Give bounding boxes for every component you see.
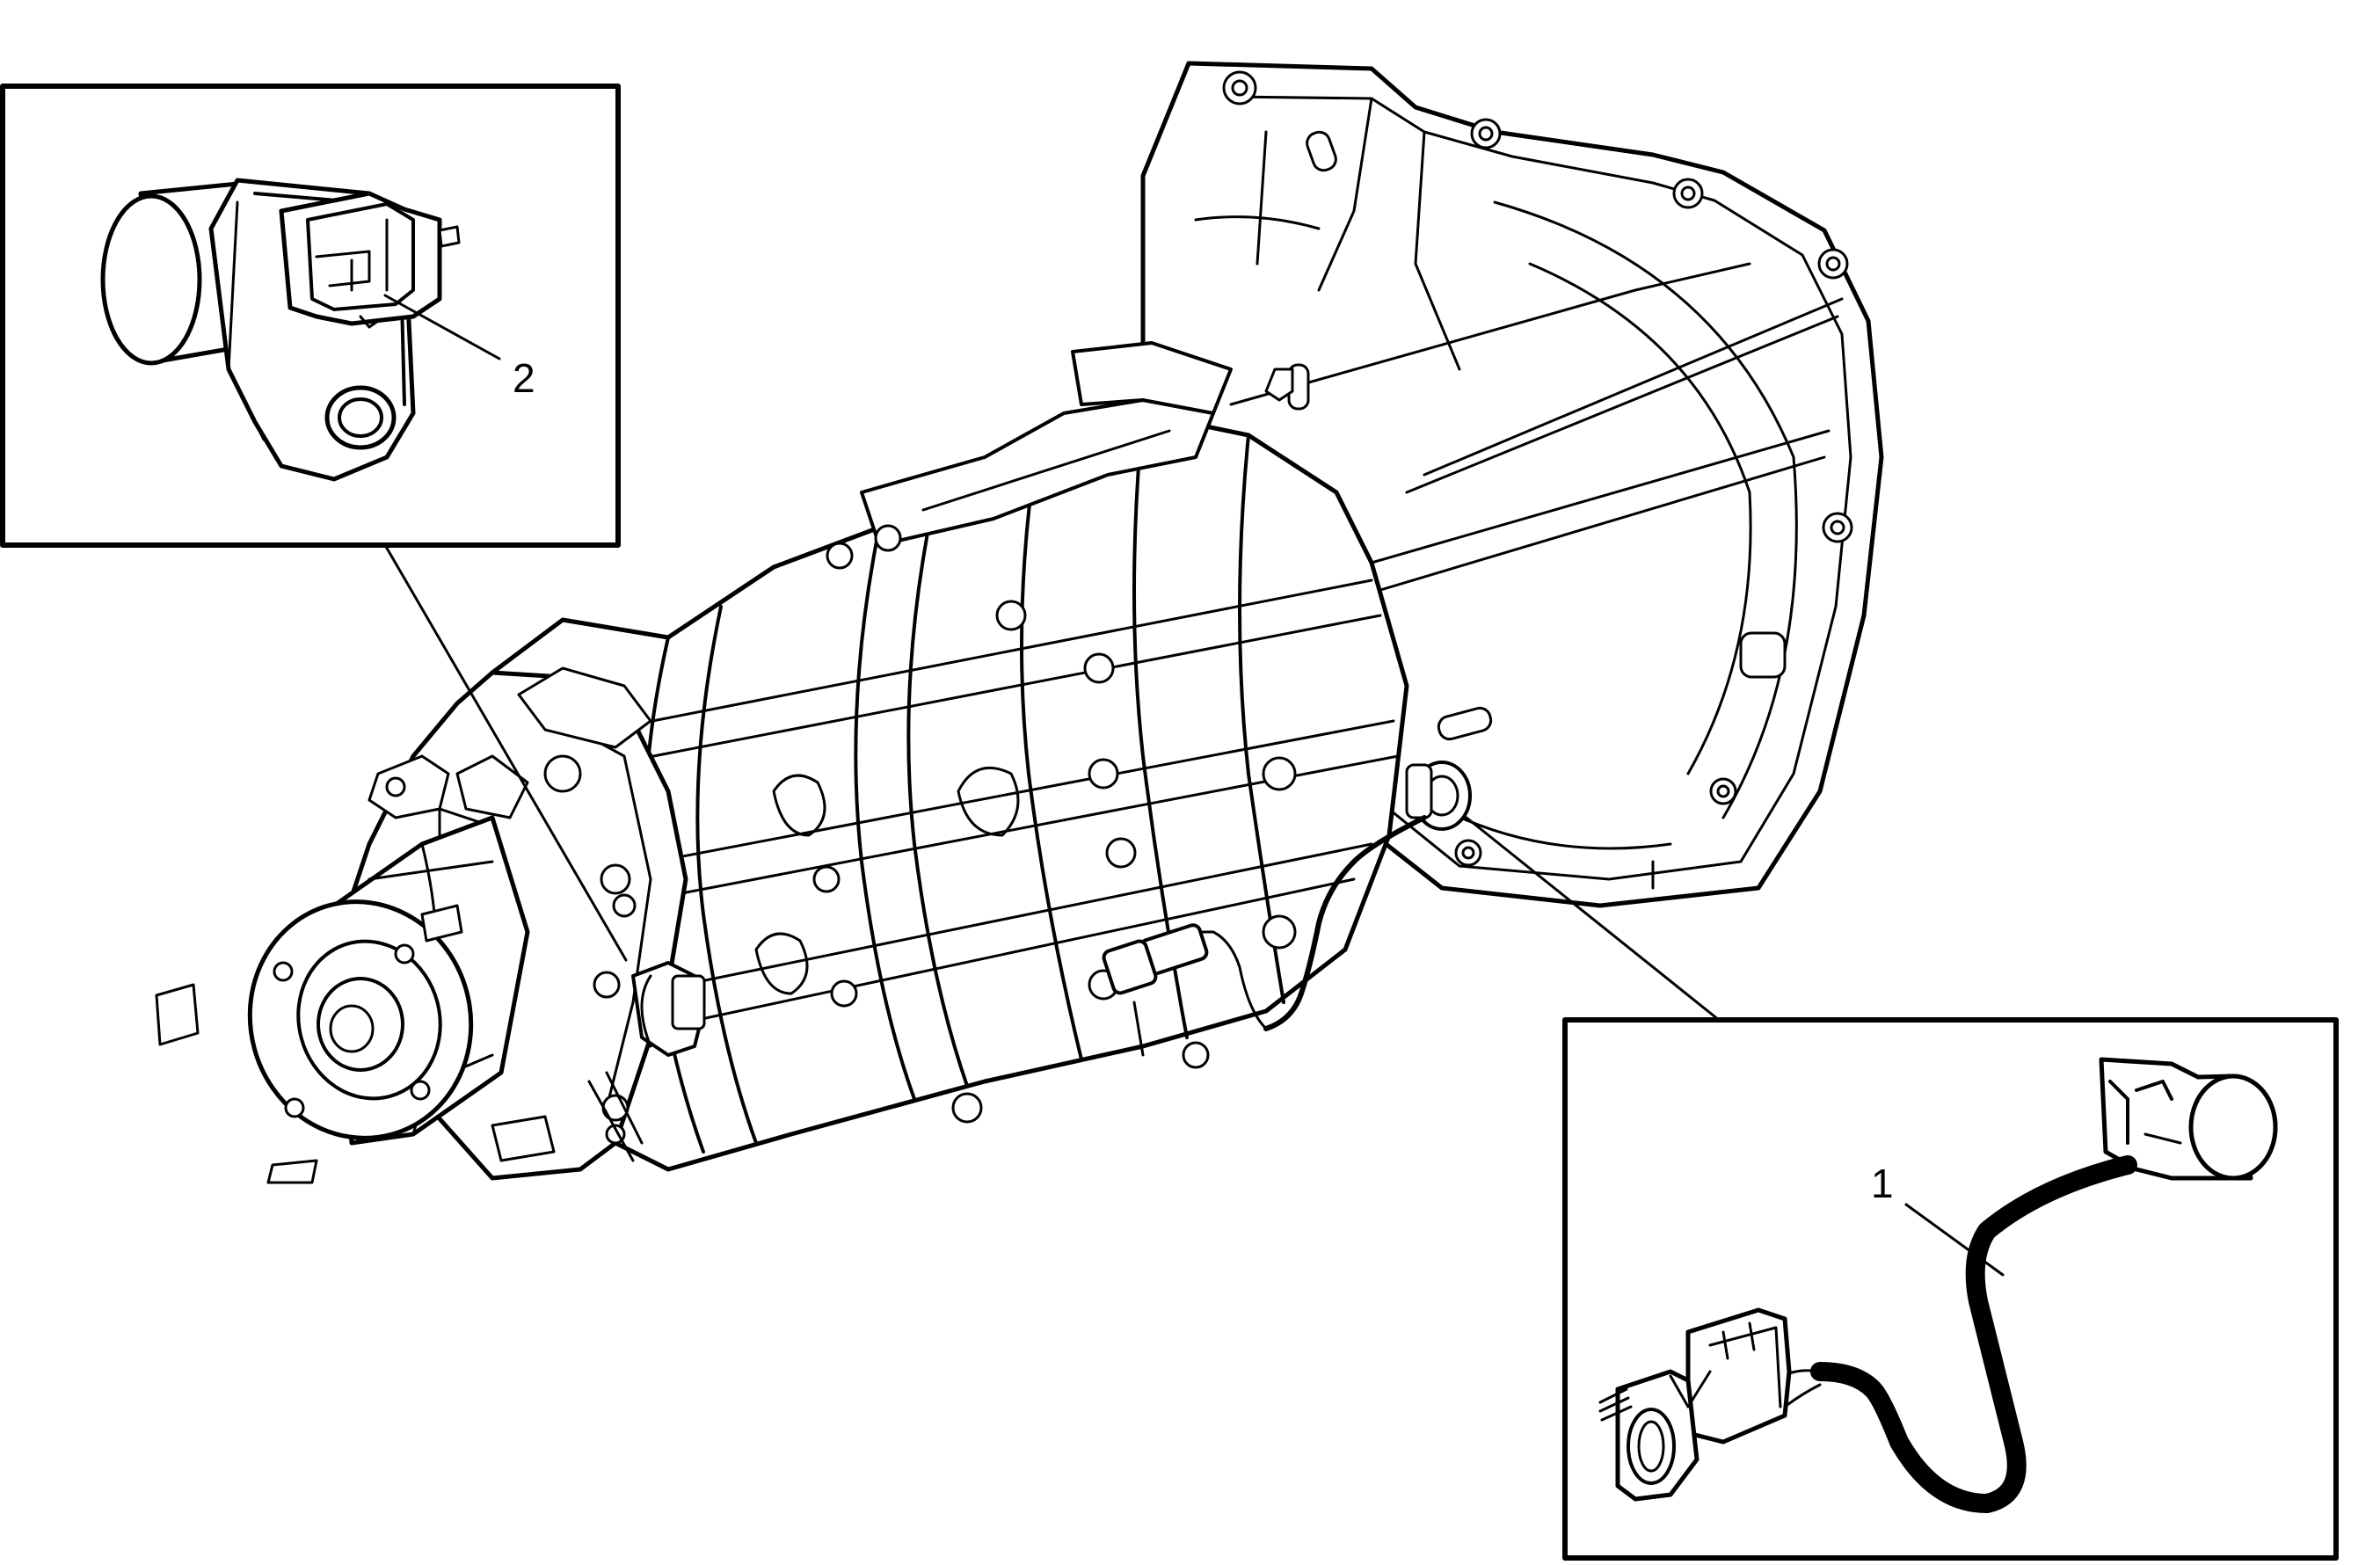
leader-line-inset-2	[383, 543, 628, 962]
output-flange	[155, 899, 474, 1184]
inset-box-2: 2	[0, 84, 621, 548]
transmission-case	[490, 341, 1409, 1172]
callout-number-2: 2	[513, 355, 535, 401]
speed-sensor-2-detail	[100, 178, 461, 482]
inset-box-1: 1	[1562, 1017, 2339, 1561]
mounted-speed-sensor-1	[1102, 761, 1472, 1057]
speed-sensor-1-detail	[1598, 1057, 2278, 1513]
transmission-assembly	[155, 61, 1884, 1184]
mounted-speed-sensor-2	[631, 961, 706, 1057]
leader-line-inset-1	[1465, 816, 1721, 1022]
callout-number-1: 1	[1871, 1161, 1894, 1206]
